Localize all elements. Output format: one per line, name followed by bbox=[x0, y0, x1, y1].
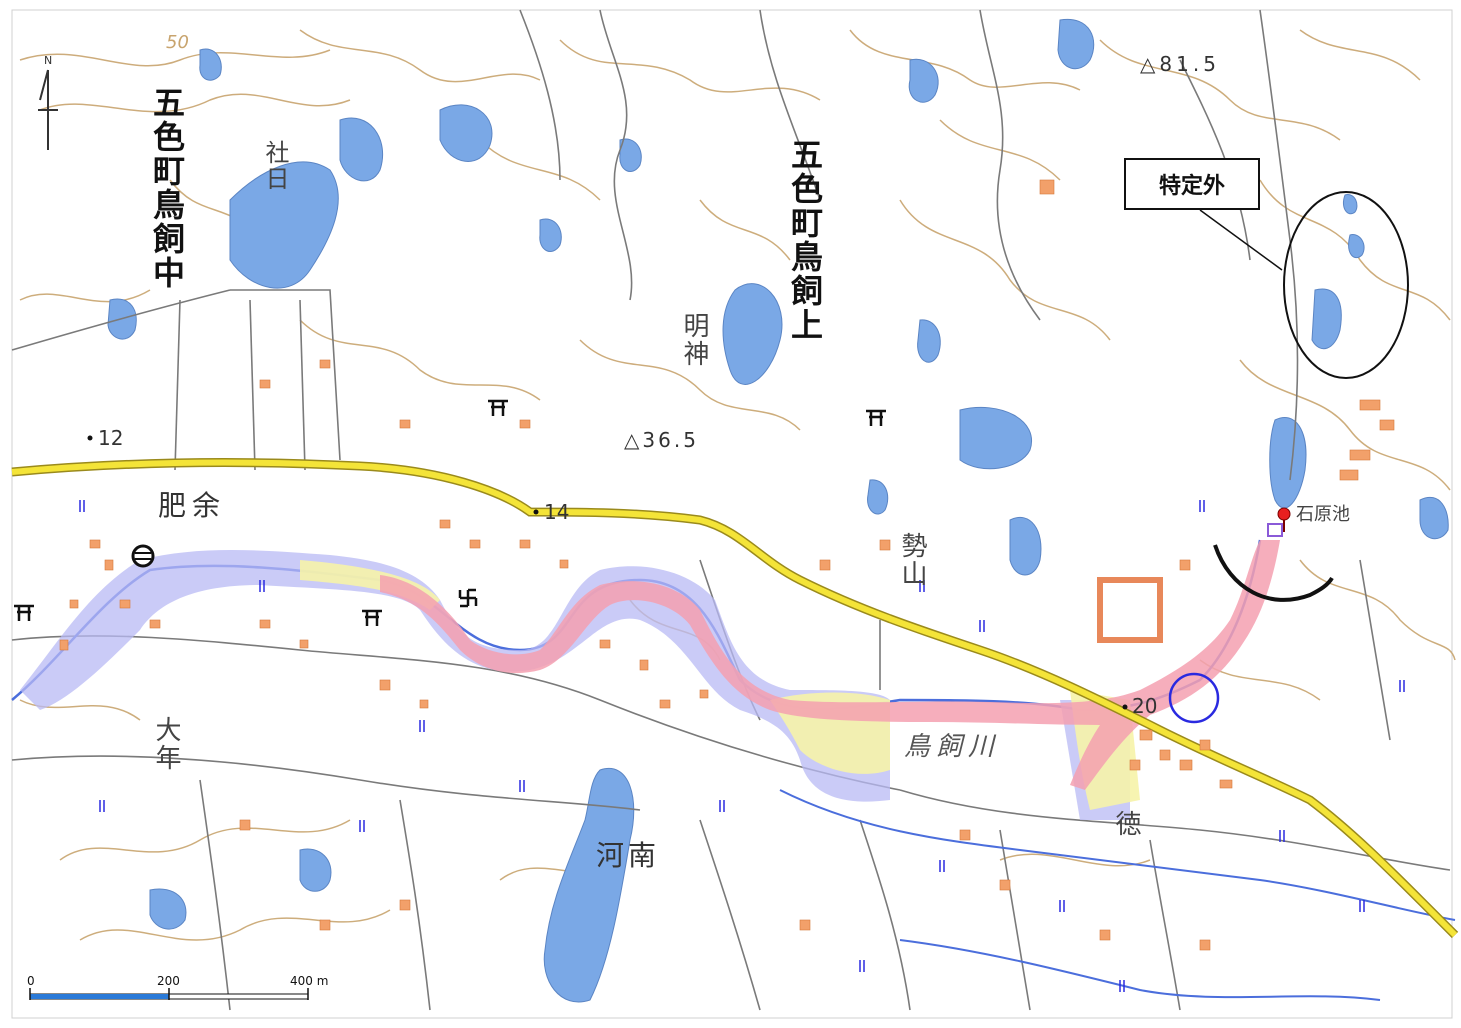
pond-tr-1 bbox=[1057, 18, 1095, 70]
pond-mid-1 bbox=[917, 319, 941, 363]
spot-height-14: 14 bbox=[544, 500, 570, 524]
contour-label-50: 50 bbox=[166, 32, 189, 53]
flood-pink-zone bbox=[380, 540, 1280, 790]
pond-n-3 bbox=[539, 218, 562, 252]
shrine-icon bbox=[14, 604, 34, 621]
place-label-shabi: 社日 bbox=[261, 140, 289, 192]
river-label: 鳥飼川 bbox=[904, 732, 1001, 762]
scale-tick-0: 0 bbox=[27, 974, 35, 988]
river-bottom bbox=[899, 939, 1381, 1001]
contour-lines bbox=[19, 29, 1456, 941]
place-label-goshiki-torikainaka: 五色町鳥飼中 bbox=[148, 86, 186, 290]
field-symbols bbox=[79, 500, 1405, 992]
pond-kanan bbox=[543, 767, 635, 1003]
summit-label-36-5: △36.5 bbox=[624, 428, 699, 452]
place-label-toku: 徳 bbox=[1111, 810, 1141, 838]
place-label-myojin: 明神 bbox=[679, 312, 709, 368]
shrine-symbols bbox=[14, 399, 886, 626]
pond-nw-2 bbox=[199, 48, 222, 81]
place-label-seyama: 勢山 bbox=[897, 532, 927, 588]
place-label-onen: 大年 bbox=[151, 716, 181, 772]
callout-leader bbox=[1199, 209, 1283, 271]
pond-north-1 bbox=[339, 117, 384, 182]
pin-icon bbox=[1267, 507, 1291, 537]
shrine-icon bbox=[488, 399, 508, 416]
pond-n-1 bbox=[908, 58, 939, 103]
place-label-hiyo: 肥余 bbox=[158, 489, 227, 522]
spot-height-12: 12 bbox=[98, 426, 124, 450]
temple-icon bbox=[458, 588, 478, 608]
post-office-icon bbox=[131, 544, 155, 568]
arc-marker bbox=[1213, 544, 1334, 602]
spot-height-20: 20 bbox=[1132, 694, 1158, 718]
water-bodies bbox=[107, 18, 1449, 1003]
pond-sw-1 bbox=[299, 848, 332, 892]
shrine-icon bbox=[362, 609, 382, 626]
scale-tick-200: 200 bbox=[157, 974, 180, 988]
pond-tr-2 bbox=[1419, 496, 1449, 540]
place-label-kanan: 河南 bbox=[596, 839, 661, 872]
pond-mid-2 bbox=[867, 479, 889, 515]
pond-center bbox=[722, 283, 783, 385]
north-arrow-icon bbox=[38, 69, 58, 150]
north-label: N bbox=[44, 54, 52, 67]
pond-ne-1 bbox=[1311, 288, 1342, 350]
place-label-goshiki-torikaikami: 五色町鳥飼上 bbox=[786, 138, 824, 342]
ellipse-marker bbox=[1283, 191, 1409, 379]
blue-circle-marker bbox=[1168, 672, 1220, 724]
pond-sw-2 bbox=[149, 888, 187, 930]
pond-n-2 bbox=[619, 138, 642, 172]
buildings bbox=[59, 179, 1395, 951]
shrine-icon bbox=[866, 409, 886, 426]
minor-roads bbox=[11, 9, 1451, 1011]
scale-bar bbox=[29, 988, 309, 1000]
spot-height-dots bbox=[87, 435, 1128, 710]
pond-ishihara bbox=[1269, 417, 1307, 509]
pond-north-2 bbox=[439, 104, 493, 162]
pond-ne-2 bbox=[1348, 234, 1365, 259]
pond-east-1 bbox=[1009, 517, 1042, 576]
callout-box: 特定外 bbox=[1124, 158, 1260, 210]
pond-label: 石原池 bbox=[1296, 504, 1350, 525]
pond-seyama bbox=[959, 406, 1033, 470]
river-lower bbox=[779, 789, 1456, 921]
scale-tick-400: 400 m bbox=[290, 974, 329, 988]
summit-label-81-5: △81.5 bbox=[1140, 52, 1220, 76]
pond-ne-3 bbox=[1342, 194, 1358, 215]
pond-shabi bbox=[229, 161, 339, 289]
